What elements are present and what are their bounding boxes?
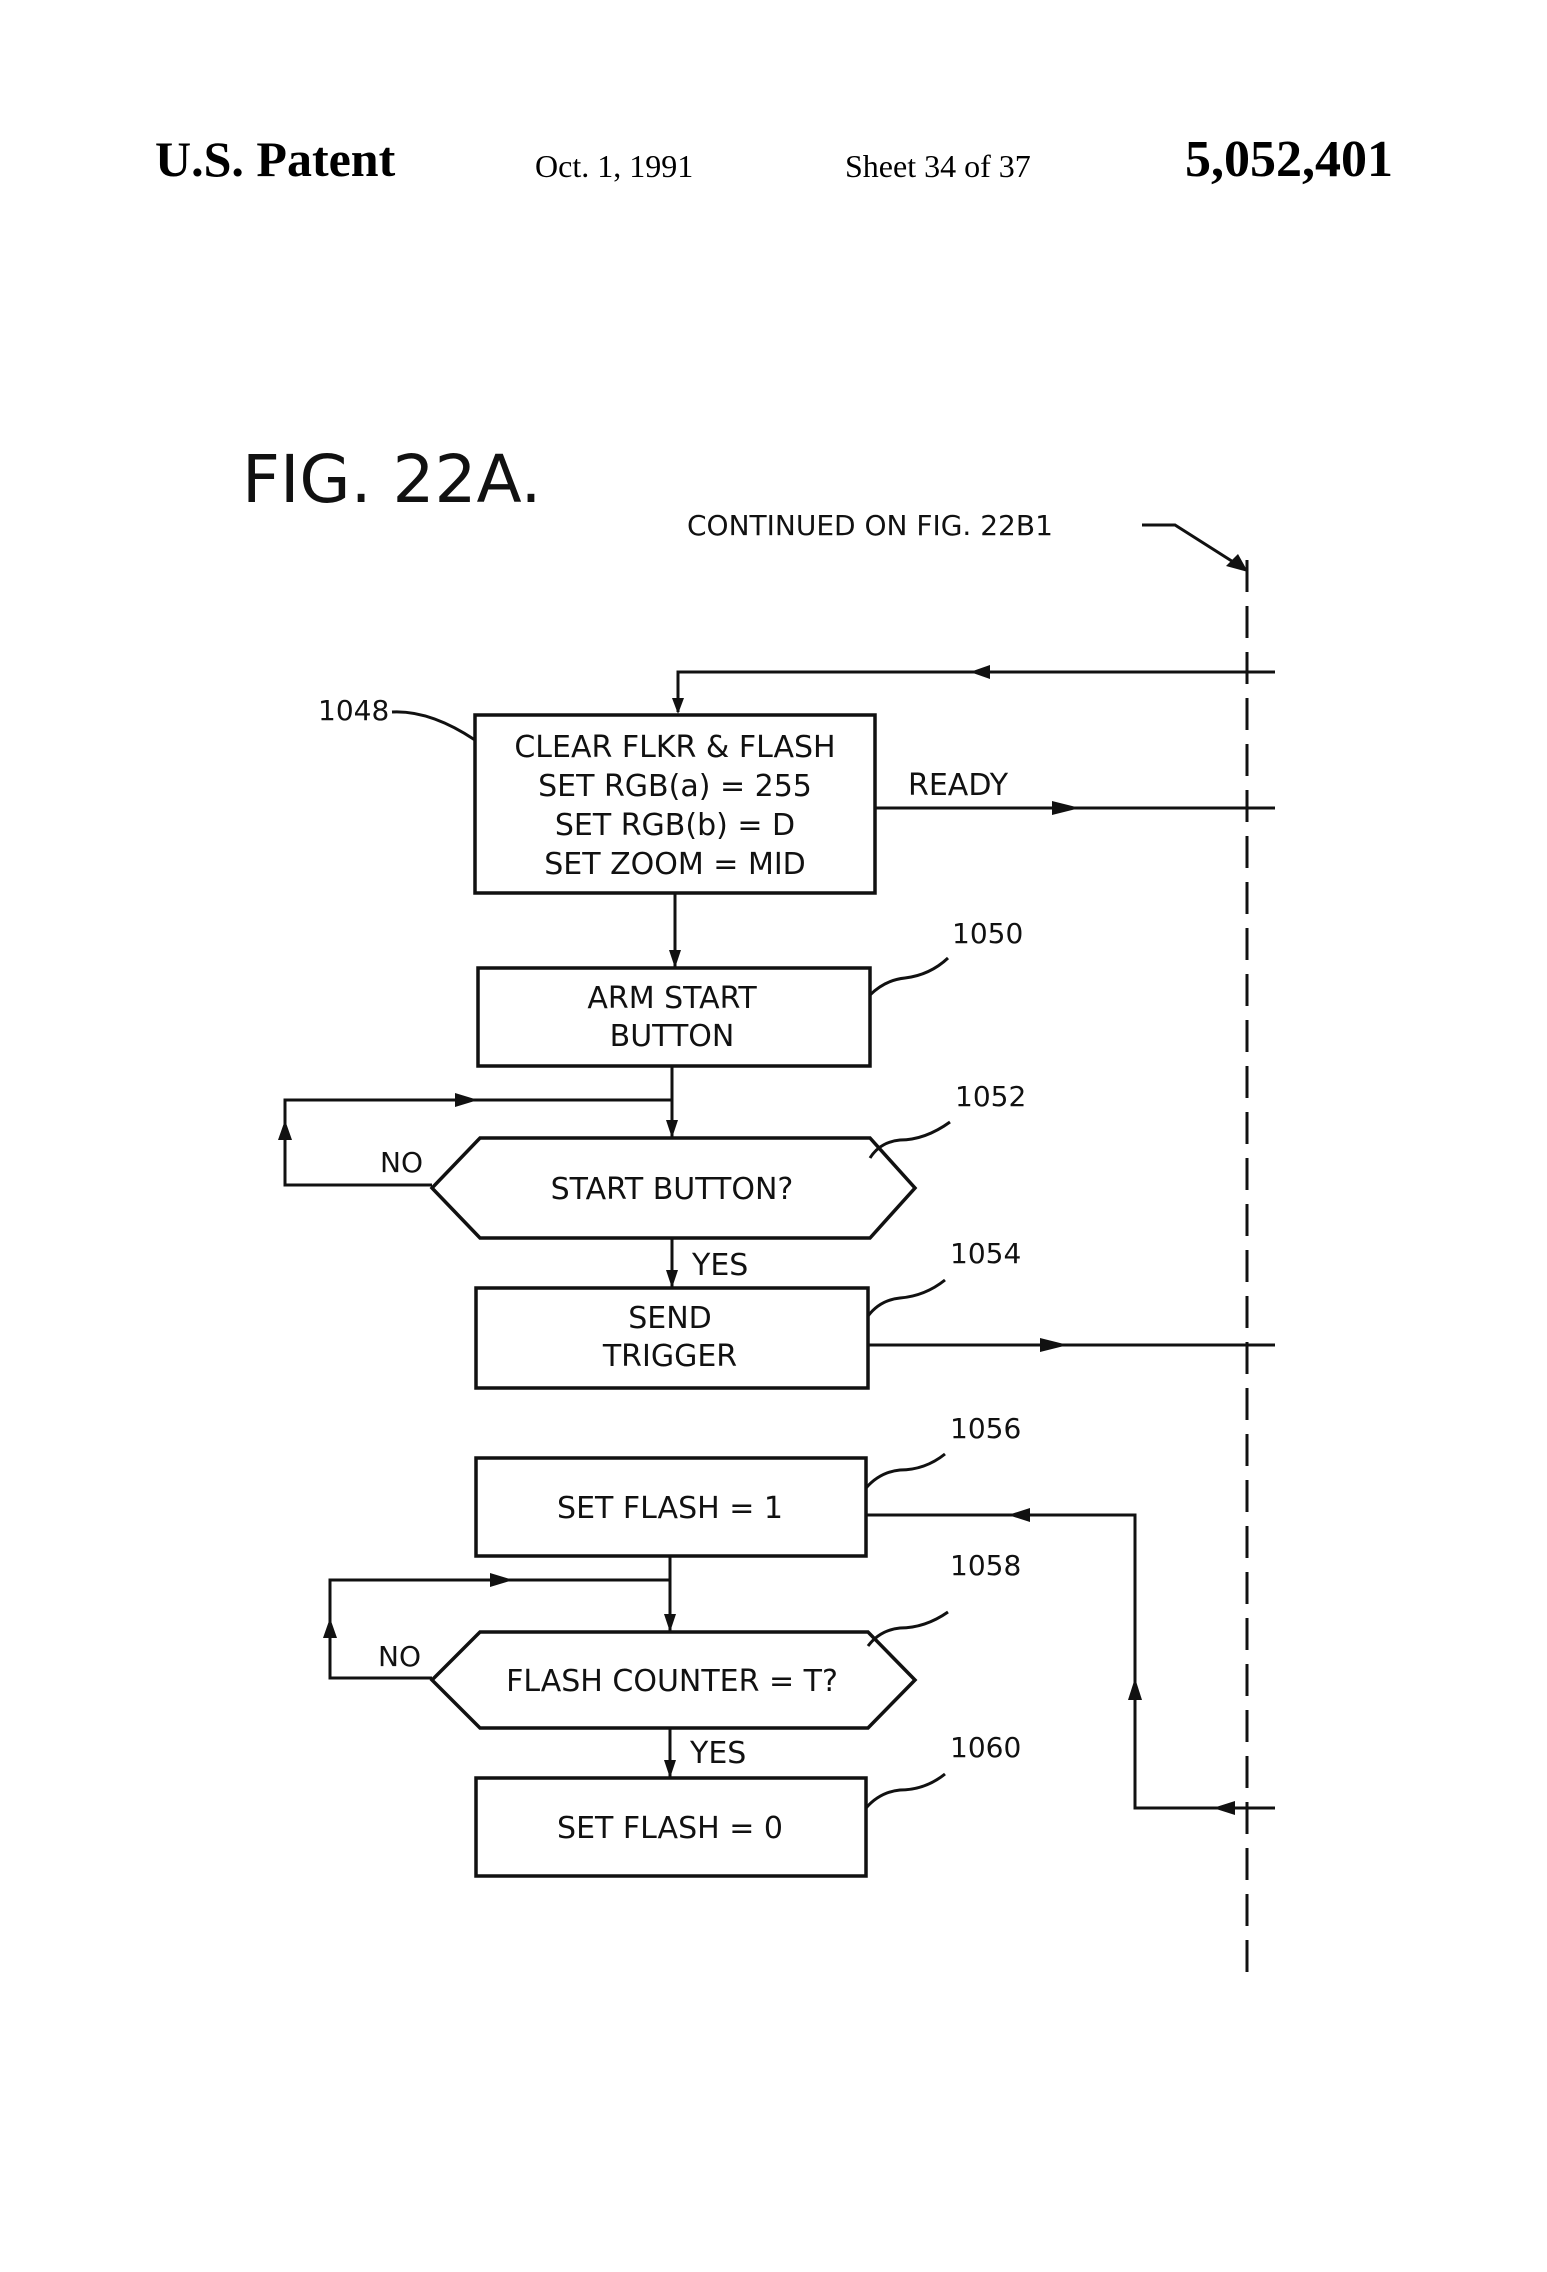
ref-1056: 1056 [950,1412,1021,1445]
edge-label-no-1052: NO [380,1146,423,1179]
edge-label-yes-1052: YES [691,1248,748,1283]
edge-1056-1058-arrowhead [664,1614,676,1632]
box-1050-line-1: ARM START [587,981,757,1016]
ref-1050-leader [870,958,948,995]
edge-1050-1052-arrowhead [666,1120,678,1138]
ref-1060-leader [866,1774,945,1808]
box-1050-line-2: BUTTON [610,1019,735,1054]
decision-1052-text: START BUTTON? [551,1172,794,1207]
no-loop-1052-arrowhead-up [278,1120,292,1140]
continued-note: CONTINUED ON FIG. 22B1 [687,509,1053,542]
ref-1058: 1058 [950,1549,1021,1582]
box-1048-line-1: CLEAR FLKR & FLASH [514,730,835,765]
return-path [866,1515,1275,1808]
edge-1048-1050-arrowhead [669,950,681,968]
ref-1048-leader [392,712,475,740]
return-path-arrowhead-left [1008,1508,1030,1522]
ref-1054: 1054 [950,1237,1021,1270]
entry-arrowhead-mid [970,665,990,679]
box-1048-line-2: SET RGB(a) = 255 [538,769,812,804]
ref-1056-leader [866,1454,945,1488]
no-loop-1052-arrowhead-right [455,1093,478,1107]
continued-leader [1142,525,1238,565]
edge-label-yes-1058: YES [689,1736,746,1771]
box-1060-text: SET FLASH = 0 [557,1811,783,1846]
entry-line [678,672,1275,712]
no-loop-1058-arrowhead-right [490,1573,513,1587]
edge-1052-1054-arrowhead [666,1270,678,1288]
entry-arrowhead [672,698,684,714]
edge-label-ready: READY [908,768,1009,803]
edge-label-no-1058: NO [378,1640,421,1673]
edge-1058-1060-arrowhead [664,1760,676,1778]
ref-1052: 1052 [955,1080,1026,1113]
ref-1054-leader [868,1280,945,1316]
ref-1048: 1048 [318,694,389,727]
box-1054-line-2: TRIGGER [602,1339,737,1374]
ref-1058-leader [868,1612,948,1646]
box-1056-text: SET FLASH = 1 [557,1491,783,1526]
continued-arrowhead [1226,554,1248,572]
return-path-arrowhead-in [1213,1801,1235,1815]
box-1054-line-1: SEND [628,1301,712,1336]
return-path-arrowhead-up [1128,1678,1142,1700]
ready-arrowhead [1052,801,1080,815]
box-1048-line-4: SET ZOOM = MID [544,847,806,882]
figure-title: FIG. 22A. [242,441,541,518]
ref-1060: 1060 [950,1731,1021,1764]
ref-1050: 1050 [952,917,1023,950]
box-1048-line-3: SET RGB(b) = D [555,808,795,843]
decision-1058-text: FLASH COUNTER = T? [506,1664,838,1699]
no-loop-1058-arrowhead-up [323,1618,337,1638]
edge-1054-out-arrowhead [1040,1338,1068,1352]
